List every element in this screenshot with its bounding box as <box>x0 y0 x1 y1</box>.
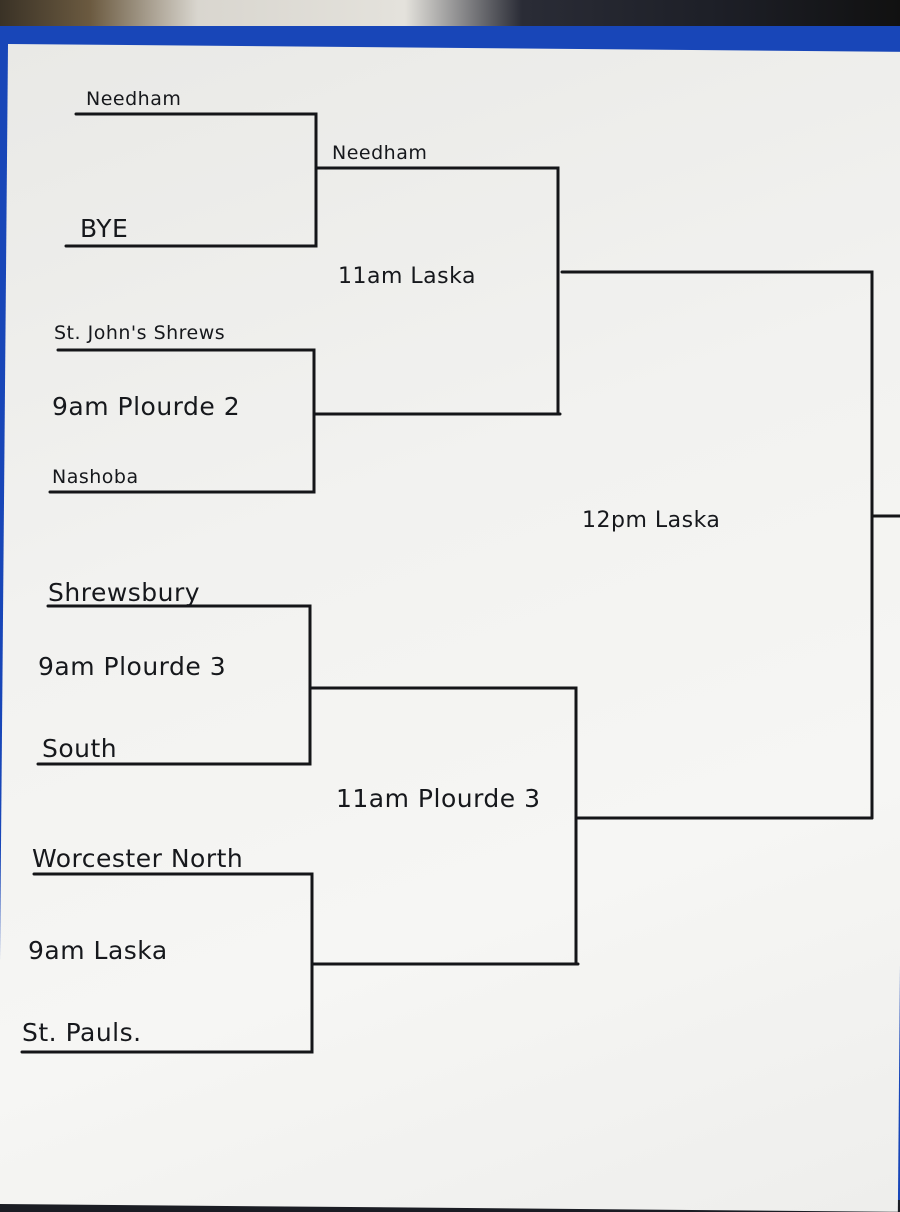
final-time-court: 12pm Laska <box>582 508 721 533</box>
r1-game2-time-court: 9am Plourde 2 <box>52 392 241 421</box>
r1-game1-team-top: Needham <box>86 88 182 110</box>
r1-game2-team-top: St. John's Shrews <box>54 322 226 344</box>
r1-game2-team-bottom: Nashoba <box>52 466 139 488</box>
final-bracket <box>848 270 874 820</box>
r2-game2-bracket <box>308 686 578 966</box>
r1-game3-time-court: 9am Plourde 3 <box>38 652 227 681</box>
r1-game4-time-court: 9am Laska <box>28 936 168 965</box>
r1-game3-bracket <box>36 604 312 766</box>
r1-game4-team-bottom: St. Pauls. <box>22 1018 142 1047</box>
r1-game4-team-top: Worcester North <box>32 844 244 873</box>
r1-game1-team-bottom: BYE <box>80 214 129 243</box>
r2-game1-bracket <box>312 166 560 416</box>
r2-game1-team-top: Needham <box>332 142 428 164</box>
r2-game1-time-court: 11am Laska <box>338 264 476 289</box>
r2-game2-time-court: 11am Plourde 3 <box>336 784 541 813</box>
r1-game3-team-top: Shrewsbury <box>48 578 201 607</box>
r1-game1-bracket <box>64 112 318 248</box>
r1-game2-bracket <box>48 348 316 494</box>
r1-game3-team-bottom: South <box>42 734 118 763</box>
